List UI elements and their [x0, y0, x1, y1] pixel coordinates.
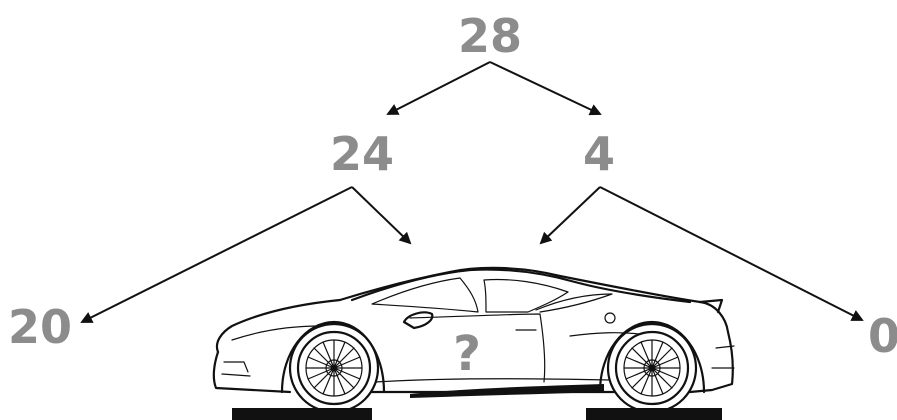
- front-wheel-icon: [288, 322, 380, 414]
- rear-wheel-icon: [606, 322, 698, 414]
- arrow-right-to-far-right: [599, 186, 864, 321]
- arrow-left-to-car: [351, 186, 412, 245]
- root-number: 28: [458, 9, 522, 63]
- right-number: 4: [583, 127, 615, 181]
- arrow-root-to-right: [489, 61, 602, 116]
- left-number: 24: [330, 127, 394, 181]
- unknown-number: ?: [453, 326, 481, 382]
- arrow-left-to-far-left: [80, 186, 353, 323]
- arrow-right-to-car: [539, 186, 601, 245]
- far-left-number: 20: [8, 300, 72, 354]
- arrow-root-to-left: [386, 61, 491, 115]
- far-right-number: 0: [868, 309, 897, 363]
- sports-car-icon: [212, 266, 735, 420]
